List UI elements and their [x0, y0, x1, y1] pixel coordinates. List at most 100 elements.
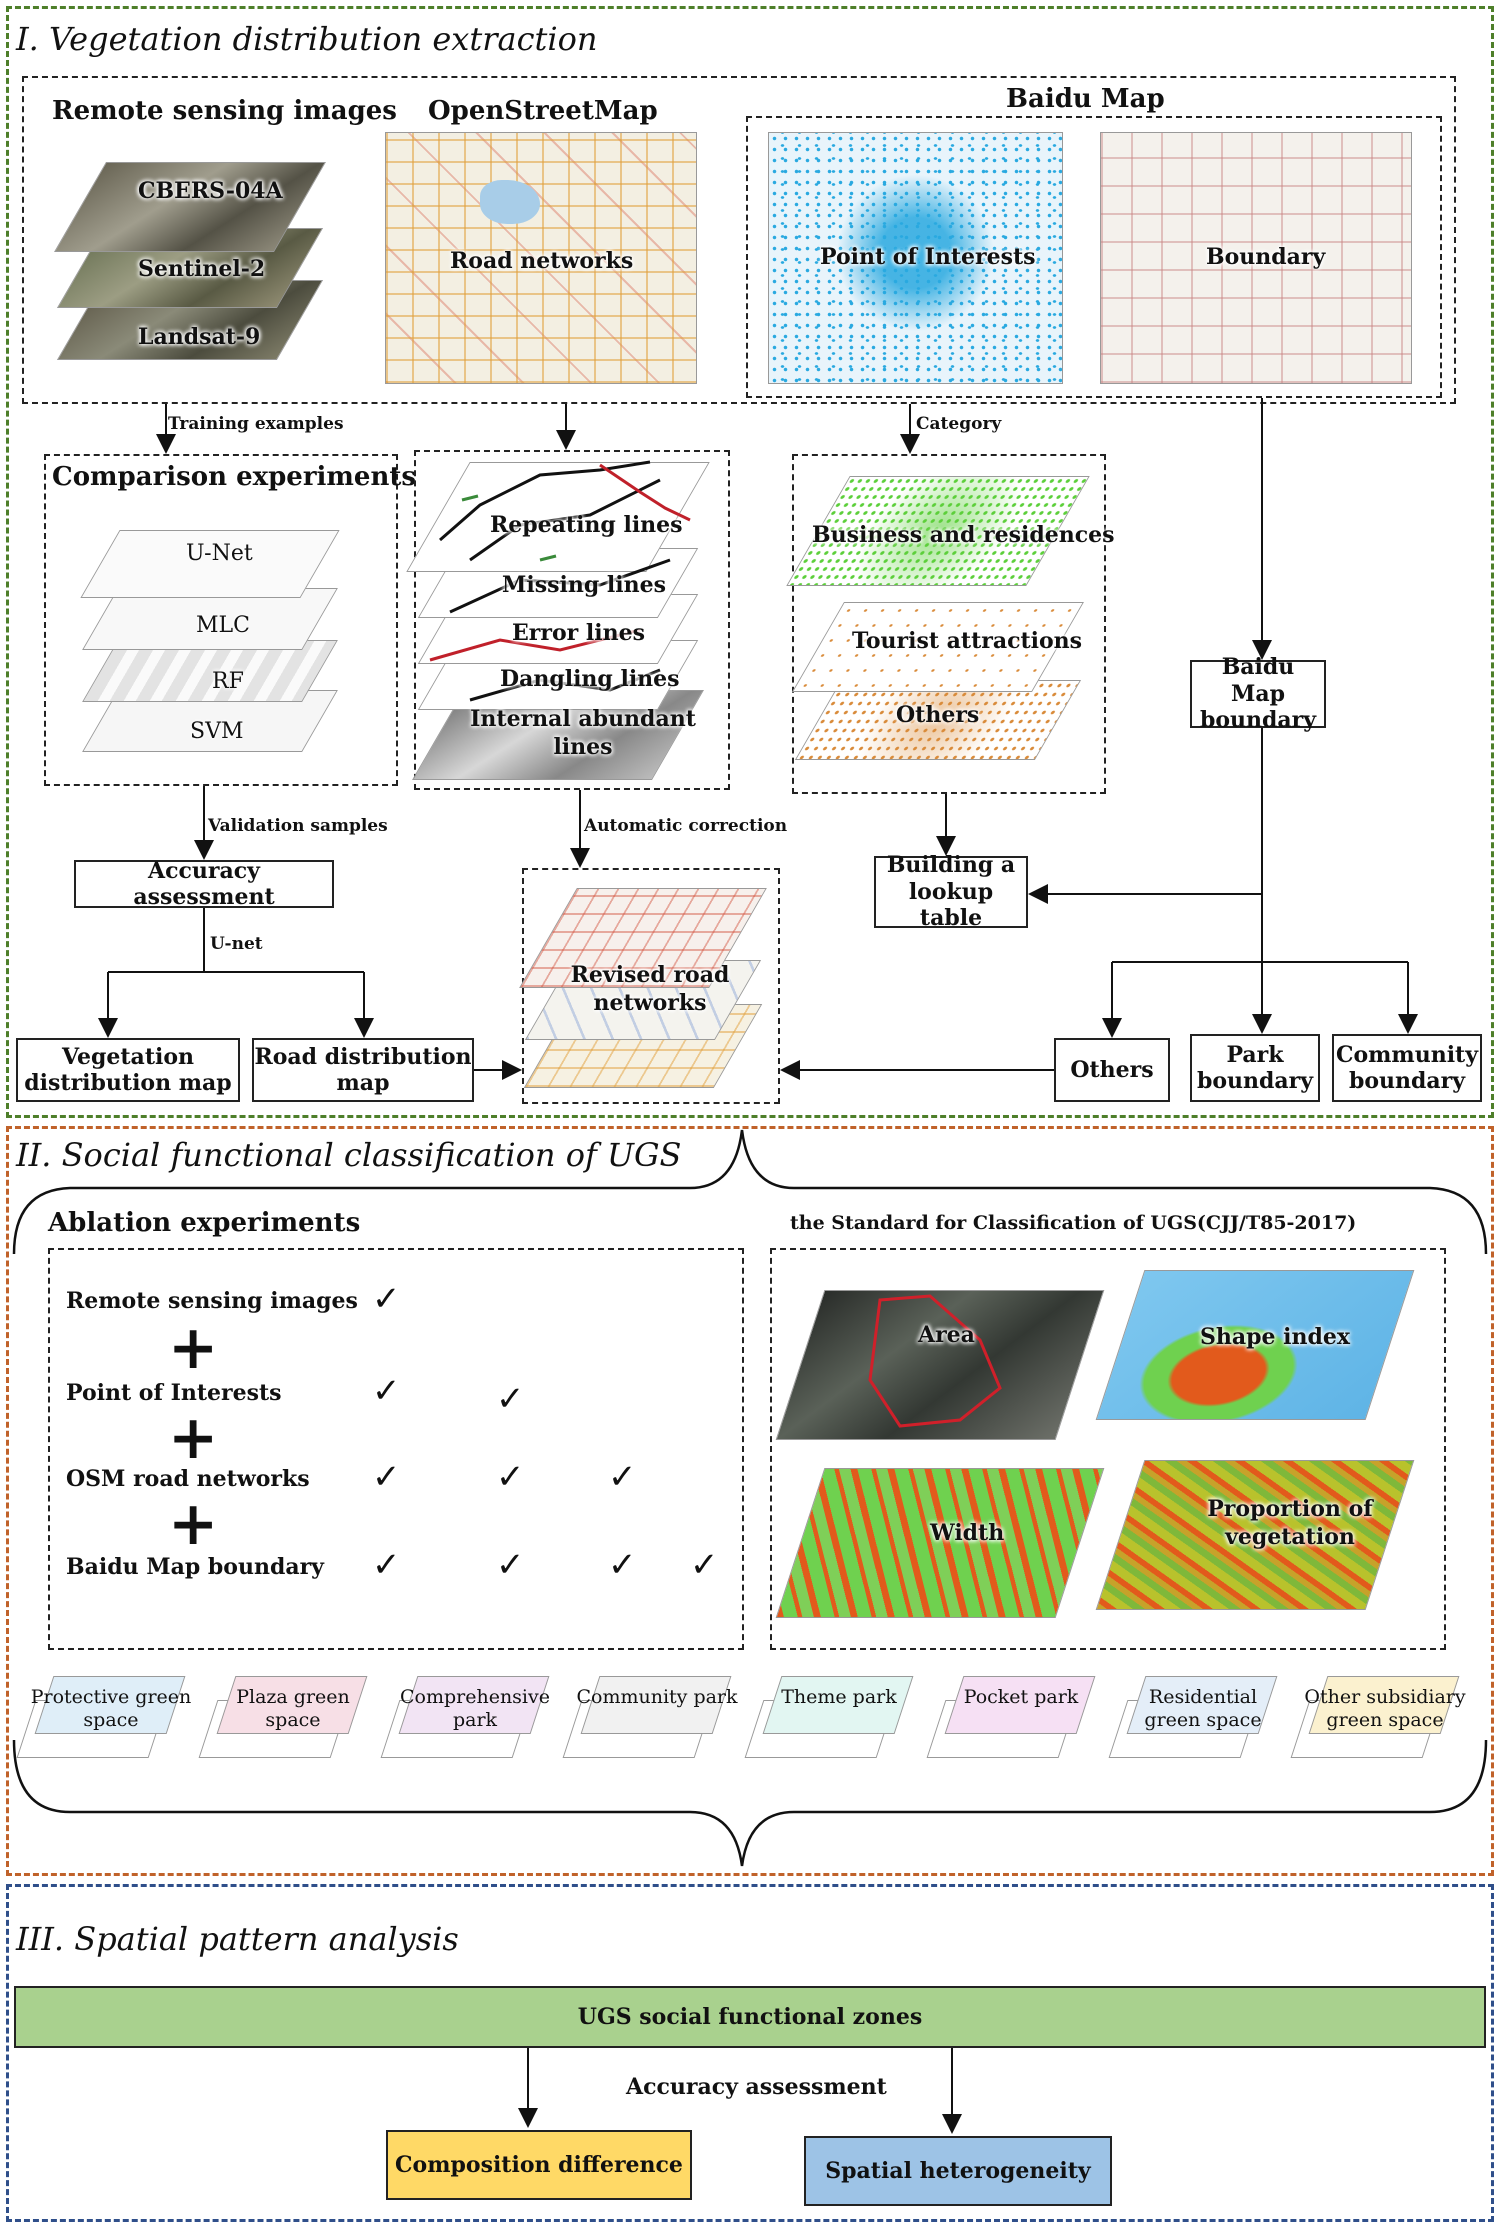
- dangling-lines-label: Dangling lines: [500, 666, 680, 692]
- comparison-header: Comparison experiments: [52, 462, 417, 492]
- accuracy-assessment-label: Accuracy assessment: [626, 2074, 887, 2100]
- plus-icon: +: [168, 1489, 219, 1559]
- plus-icon: +: [168, 1313, 219, 1383]
- automatic-correction-label: Automatic correction: [584, 816, 788, 836]
- ugs-class-card: Protective green space: [16, 1676, 191, 1758]
- spatial-heterogeneity-box: Spatial heterogeneity: [804, 2136, 1112, 2206]
- ugs-class-card: Plaza green space: [198, 1676, 368, 1758]
- ablation-row-osm: OSM road networks: [66, 1466, 310, 1492]
- standard-header: the Standard for Classification of UGS(C…: [790, 1212, 1357, 1234]
- ugs-class-label: Pocket park: [963, 1686, 1079, 1708]
- poi-categories-box: [792, 454, 1106, 794]
- ablation-header: Ablation experiments: [48, 1208, 361, 1238]
- section-2-frame: [6, 1126, 1494, 1876]
- osm-lake: [480, 180, 540, 224]
- community-boundary-box: Community boundary: [1332, 1034, 1482, 1102]
- training-examples-label: Training examples: [168, 414, 344, 434]
- validation-samples-label: Validation samples: [208, 816, 388, 836]
- check-icon: ✓: [372, 1457, 401, 1497]
- metric-area: Area: [918, 1322, 975, 1348]
- metric-width: Width: [930, 1520, 1005, 1546]
- ugs-class-label: Protective green space: [30, 1686, 192, 1731]
- boundary-label: Boundary: [1206, 244, 1326, 270]
- section-1-title: I. Vegetation distribution extraction: [16, 20, 598, 58]
- ugs-class-card: Residential green space: [1108, 1676, 1278, 1758]
- category-label: Category: [916, 414, 1002, 434]
- model-svm: SVM: [190, 719, 244, 744]
- poi-map-image: [768, 132, 1063, 384]
- ablation-row-poi: Point of Interests: [66, 1380, 282, 1406]
- ugs-class-label: Comprehensive park: [399, 1686, 550, 1731]
- poi-label: Point of Interests: [820, 244, 1036, 270]
- others-boundary-box: Others: [1054, 1038, 1170, 1102]
- check-icon: ✓: [496, 1457, 525, 1497]
- ugs-class-label: Community park: [576, 1686, 738, 1708]
- baidu-boundary-map-image: [1100, 132, 1412, 384]
- remote-sensing-header: Remote sensing images: [52, 96, 397, 126]
- ablation-row-remote: Remote sensing images: [66, 1288, 358, 1314]
- repeating-lines-label: Repeating lines: [490, 512, 683, 538]
- ugs-class-label: Other subsidiary green space: [1304, 1686, 1466, 1731]
- check-icon: ✓: [372, 1545, 401, 1585]
- ugs-class-label: Residential green space: [1144, 1686, 1262, 1731]
- ugs-zones-box: UGS social functional zones: [14, 1986, 1486, 2048]
- composition-difference-box: Composition difference: [386, 2130, 692, 2200]
- ugs-class-label: Plaza green space: [236, 1686, 350, 1731]
- metric-shape-index: Shape index: [1200, 1324, 1351, 1350]
- ugs-class-card: Community park: [562, 1676, 738, 1758]
- internal-abundant-lines-label: Internal abundant lines: [470, 706, 696, 760]
- missing-lines-label: Missing lines: [502, 572, 666, 598]
- ugs-class-label: Theme park: [781, 1686, 897, 1708]
- landsat-label: Landsat-9: [138, 324, 261, 350]
- section-3-title: III. Spatial pattern analysis: [16, 1920, 459, 1958]
- revised-roads-label: Revised road networks: [570, 962, 730, 1016]
- sentinel-label: Sentinel-2: [138, 256, 266, 282]
- ugs-class-card: Theme park: [744, 1676, 914, 1758]
- tourist-label: Tourist attractions: [852, 628, 1083, 654]
- model-rf: RF: [212, 669, 244, 694]
- accuracy-assessment-box: Accuracy assessment: [74, 858, 334, 910]
- road-networks-label: Road networks: [450, 248, 634, 274]
- section-1-frame: [6, 6, 1494, 1118]
- comparison-experiments-box: [44, 454, 398, 786]
- check-icon: ✓: [608, 1457, 637, 1497]
- lookup-table-box: Building a lookup table: [874, 852, 1028, 931]
- error-lines-label: Error lines: [512, 620, 645, 646]
- section-2-title: II. Social functional classification of …: [16, 1136, 682, 1174]
- road-errors-box: [414, 450, 730, 790]
- plus-icon: +: [168, 1403, 219, 1473]
- check-icon: ✓: [372, 1371, 401, 1411]
- metric-proportion: Proportion of vegetation: [1207, 1496, 1373, 1550]
- osm-header: OpenStreetMap: [428, 96, 658, 126]
- road-map-box: Road distribution map: [252, 1038, 474, 1102]
- ablation-box: [48, 1248, 744, 1650]
- osm-map-image: [385, 132, 697, 384]
- model-mlc: MLC: [196, 613, 250, 638]
- standard-box: [770, 1248, 1446, 1650]
- check-icon: ✓: [496, 1545, 525, 1585]
- check-icon: ✓: [608, 1545, 637, 1585]
- baidu-header: Baidu Map: [1006, 84, 1165, 114]
- check-icon: ✓: [372, 1279, 401, 1319]
- data-sources-box: [22, 76, 1456, 404]
- model-unet: U-Net: [186, 541, 253, 566]
- ugs-class-card: Other subsidiary green space: [1290, 1676, 1466, 1758]
- baidu-map-box: [746, 116, 1442, 398]
- ablation-row-baidu: Baidu Map boundary: [66, 1554, 324, 1580]
- unet-label: U-net: [210, 934, 263, 954]
- vegetation-map-box: Vegetation distribution map: [16, 1038, 240, 1102]
- check-icon: ✓: [496, 1379, 525, 1419]
- ugs-class-card: Comprehensive park: [380, 1676, 550, 1758]
- cbers-label: CBERS-04A: [138, 178, 283, 204]
- business-label: Business and residences: [812, 522, 1115, 548]
- others-poi-label: Others: [896, 702, 980, 728]
- ugs-class-card: Pocket park: [926, 1676, 1096, 1758]
- park-boundary-box: Park boundary: [1190, 1034, 1320, 1102]
- section-3-frame: [6, 1884, 1494, 2222]
- check-icon: ✓: [690, 1545, 719, 1585]
